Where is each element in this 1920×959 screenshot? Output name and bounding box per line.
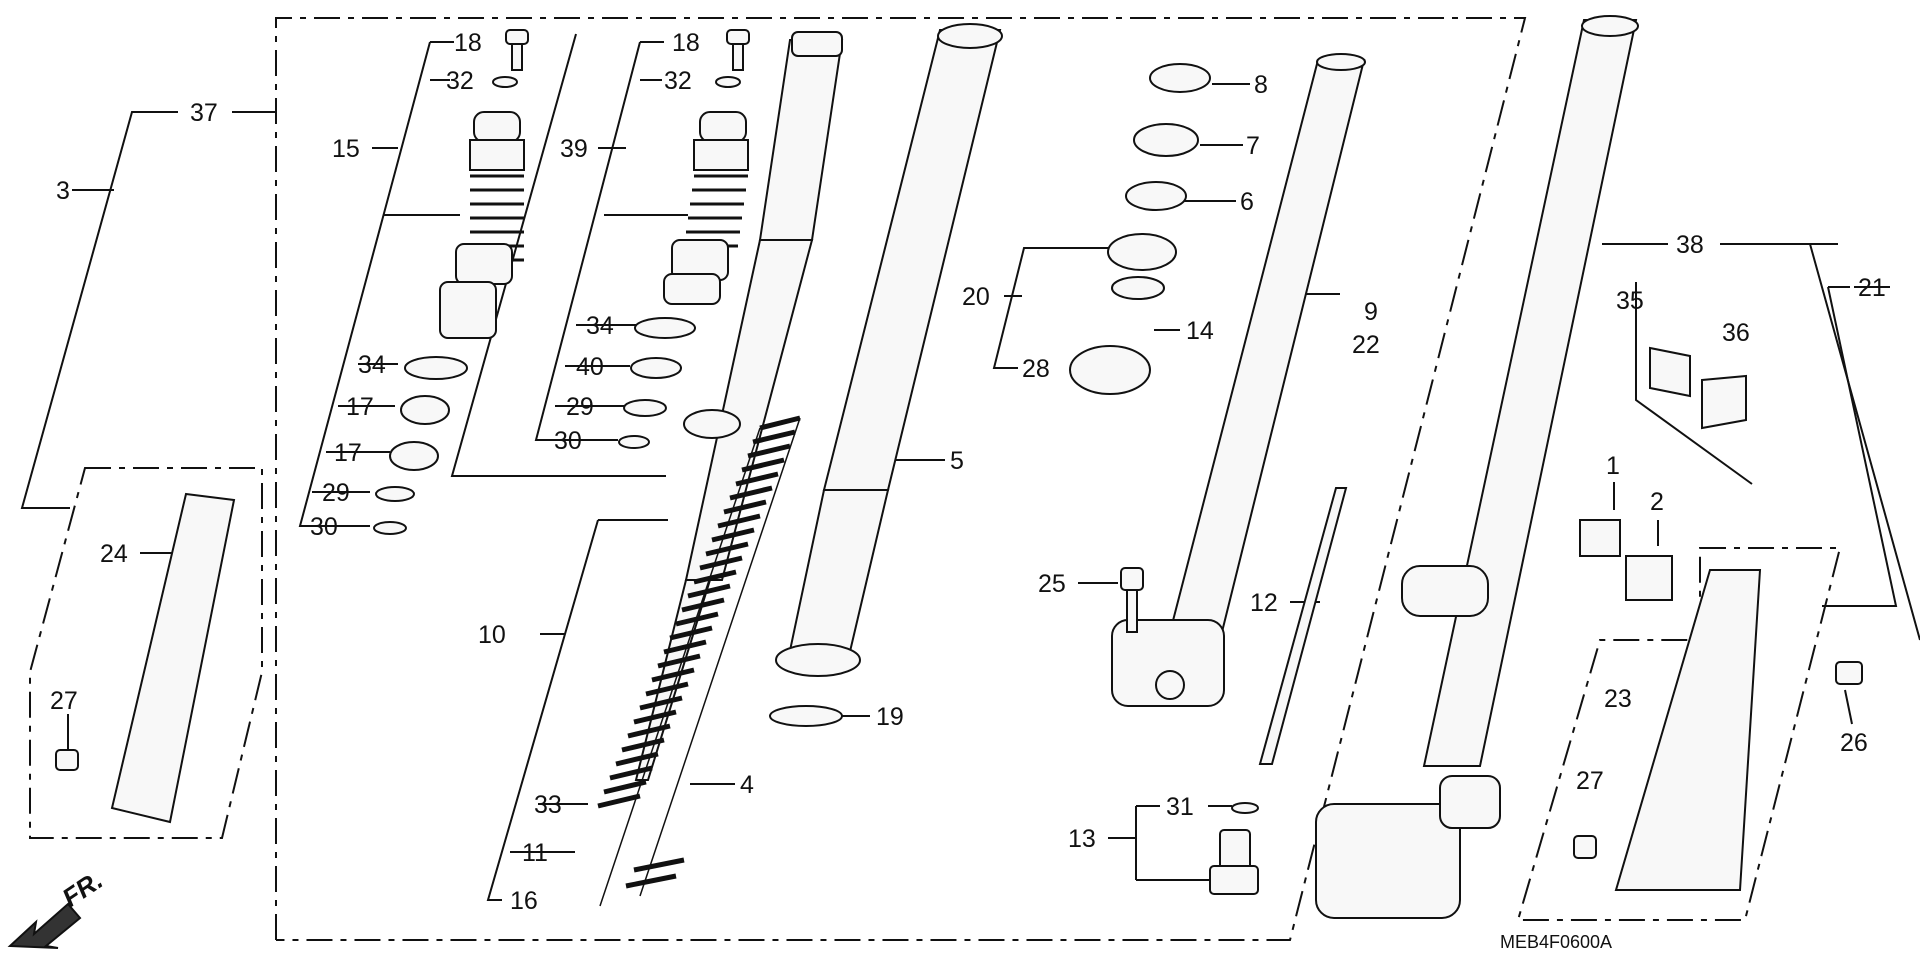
label-29b: 29	[566, 393, 594, 421]
assembled-fork	[1315, 15, 1639, 919]
label-17a: 17	[346, 393, 374, 421]
label-31: 31	[1166, 793, 1194, 821]
label-10: 10	[478, 621, 506, 649]
label-1: 1	[1606, 452, 1620, 480]
label-20: 20	[962, 283, 990, 311]
label-35: 35	[1616, 287, 1644, 315]
label-34a: 34	[358, 351, 386, 379]
label-6: 6	[1240, 188, 1254, 216]
label-27b: 27	[1576, 767, 1604, 795]
direction-label: FR.	[57, 865, 109, 913]
diagram-code: MEB4F0600A	[1500, 932, 1612, 952]
label-19: 19	[876, 703, 904, 731]
bolt-18-a	[505, 29, 529, 71]
label-3: 3	[56, 177, 70, 205]
label-7: 7	[1246, 132, 1260, 160]
label-23: 23	[1604, 685, 1632, 713]
label-30a: 30	[310, 513, 338, 541]
label-18b: 18	[672, 29, 700, 57]
label-25: 25	[1038, 570, 1066, 598]
label-5: 5	[950, 447, 964, 475]
label-13: 13	[1068, 825, 1096, 853]
label-36: 36	[1722, 319, 1750, 347]
label-12: 12	[1250, 589, 1278, 617]
front-direction-arrow	[7, 902, 82, 949]
label-27a: 27	[50, 687, 78, 715]
label-26: 26	[1840, 729, 1868, 757]
axle-holder	[1111, 619, 1225, 707]
label-40: 40	[576, 353, 604, 381]
label-22: 22	[1352, 331, 1380, 359]
label-34b: 34	[586, 312, 614, 340]
label-4: 4	[740, 771, 754, 799]
label-18a: 18	[454, 29, 482, 57]
label-37: 37	[190, 99, 218, 127]
label-11: 11	[522, 839, 548, 867]
label-32b: 32	[664, 67, 692, 95]
label-28: 28	[1022, 355, 1050, 383]
label-33: 33	[534, 791, 562, 819]
label-32a: 32	[446, 67, 474, 95]
outer-tube-5	[769, 23, 1003, 727]
label-38: 38	[1676, 231, 1704, 259]
label-39: 39	[560, 135, 588, 163]
label-24: 24	[100, 540, 128, 568]
damper-39	[663, 111, 749, 305]
label-15: 15	[332, 135, 360, 163]
label-8: 8	[1254, 71, 1268, 99]
label-30b: 30	[554, 427, 582, 455]
label-21: 21	[1858, 274, 1886, 302]
label-17b: 17	[334, 439, 362, 467]
part-drawings	[7, 15, 1863, 949]
callout-labels: 37 3 18 32 15 34 17 17 29 30 18 32 39 34…	[50, 29, 1886, 952]
label-16: 16	[510, 887, 538, 915]
label-29a: 29	[322, 479, 350, 507]
spring-4	[597, 415, 801, 907]
label-14: 14	[1186, 317, 1214, 345]
label-2: 2	[1650, 488, 1664, 516]
leader-lines	[20, 33, 1920, 901]
bolt-18-b	[726, 29, 750, 71]
damper-15	[439, 111, 525, 339]
label-9: 9	[1364, 298, 1378, 326]
